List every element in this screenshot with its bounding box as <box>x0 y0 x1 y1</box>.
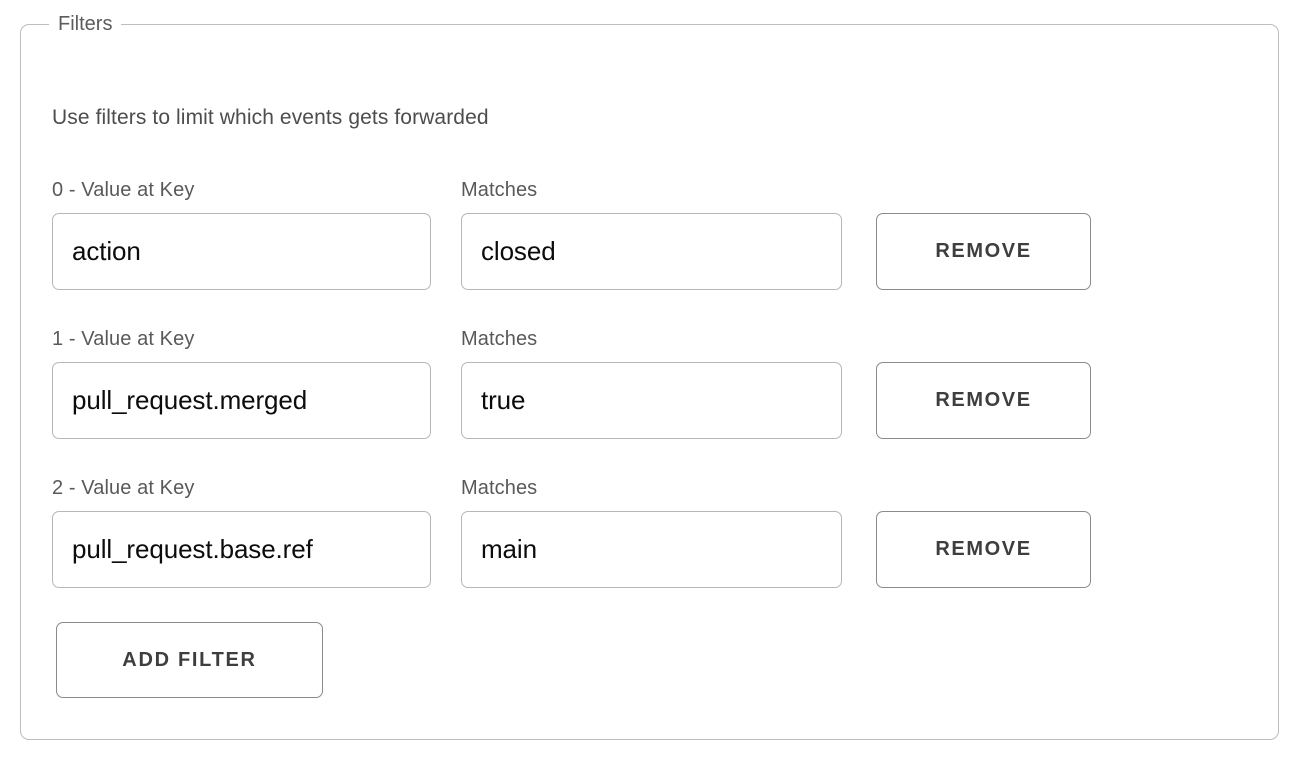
filter-key-input[interactable] <box>52 511 431 588</box>
filters-panel: Filters Use filters to limit which event… <box>20 14 1279 740</box>
filter-key-input[interactable] <box>52 213 431 290</box>
filter-row: 1 - Value at Key Matches REMOVE <box>21 327 1278 446</box>
filter-key-field-group: 0 - Value at Key <box>52 178 431 290</box>
filter-key-input[interactable] <box>52 362 431 439</box>
filters-panel-legend: Filters <box>58 13 113 35</box>
remove-filter-button[interactable]: REMOVE <box>876 362 1091 439</box>
filter-match-label: Matches <box>461 477 538 499</box>
remove-filter-button[interactable]: REMOVE <box>876 511 1091 588</box>
filter-match-label: Matches <box>461 328 538 350</box>
remove-filter-button[interactable]: REMOVE <box>876 213 1091 290</box>
filter-match-input[interactable] <box>461 213 842 290</box>
filter-row: 2 - Value at Key Matches REMOVE <box>21 476 1278 595</box>
filter-match-input[interactable] <box>461 511 842 588</box>
filter-key-label: 0 - Value at Key <box>52 179 195 201</box>
filters-description: Use filters to limit which events gets f… <box>52 106 489 129</box>
filter-row: 0 - Value at Key Matches REMOVE <box>21 178 1278 297</box>
filter-match-label: Matches <box>461 179 538 201</box>
add-filter-button[interactable]: ADD FILTER <box>56 622 323 698</box>
filter-match-input[interactable] <box>461 362 842 439</box>
filter-key-field-group: 1 - Value at Key <box>52 327 431 439</box>
filters-panel-body: Use filters to limit which events gets f… <box>21 34 1278 739</box>
filter-match-field-group: Matches <box>461 476 842 588</box>
filter-match-field-group: Matches <box>461 178 842 290</box>
filter-key-field-group: 2 - Value at Key <box>52 476 431 588</box>
filter-key-label: 2 - Value at Key <box>52 477 195 499</box>
filter-match-field-group: Matches <box>461 327 842 439</box>
filter-key-label: 1 - Value at Key <box>52 328 195 350</box>
